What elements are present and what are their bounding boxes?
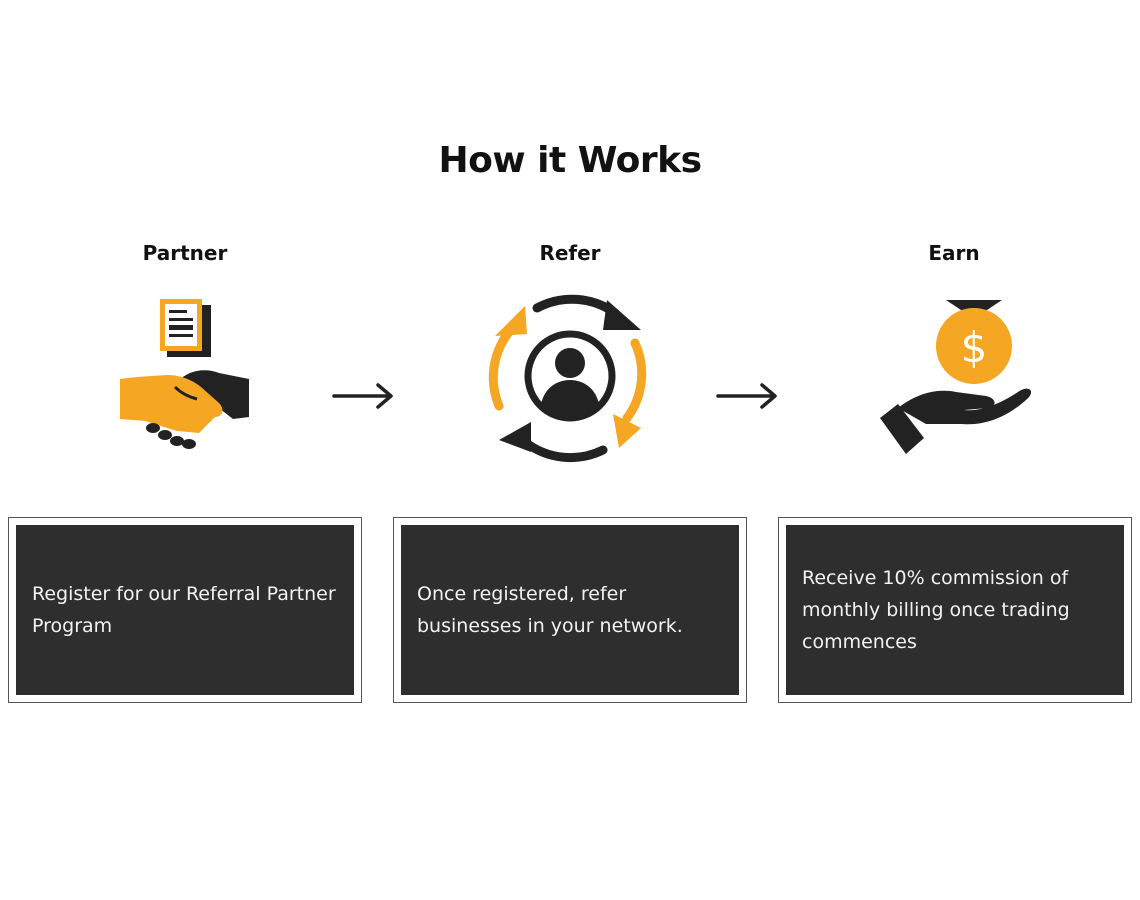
step-label-partner: Partner [142, 241, 228, 265]
step-card-earn: Receive 10% commission of monthly billin… [778, 517, 1132, 703]
step-description-earn: Receive 10% commission of monthly billin… [802, 567, 1070, 653]
svg-text:$: $ [961, 323, 988, 372]
step-card-body: Register for our Referral Partner Progra… [16, 525, 354, 695]
step-card-body: Receive 10% commission of monthly billin… [786, 525, 1124, 695]
step-label-refer: Refer [539, 241, 601, 265]
step-card-body: Once registered, refer businesses in you… [401, 525, 739, 695]
step-label-earn: Earn [928, 241, 980, 265]
arrow-right-icon [332, 383, 393, 409]
hand-coin-icon: $ [880, 300, 1032, 454]
step-card-refer: Once registered, refer businesses in you… [393, 517, 747, 703]
step-description-partner: Register for our Referral Partner Progra… [32, 583, 336, 637]
handshake-document-icon [120, 299, 249, 449]
step-card-partner: Register for our Referral Partner Progra… [8, 517, 362, 703]
page-title: How it Works [438, 140, 702, 181]
step-description-refer: Once registered, refer businesses in you… [417, 583, 683, 637]
arrow-right-icon [716, 383, 777, 409]
refer-cycle-person-icon [488, 294, 647, 463]
